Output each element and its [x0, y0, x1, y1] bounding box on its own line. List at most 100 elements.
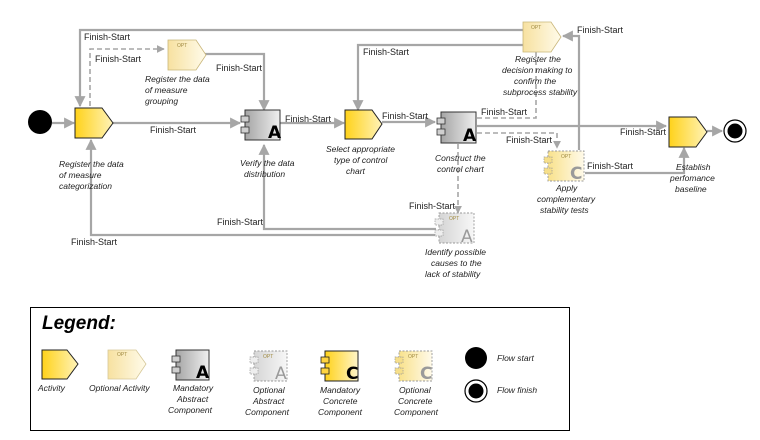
- edge-labels: Finish-Start Finish-Start Finish-Start F…: [71, 25, 667, 247]
- legend-mandatory-abstract-label: Component: [168, 405, 213, 415]
- legend-optional-abstract-label: Component: [245, 407, 290, 417]
- activity-register-categorization[interactable]: Register the data of measure categorizat…: [59, 107, 124, 191]
- svg-text:A: A: [196, 363, 210, 383]
- edge-label: Finish-Start: [587, 161, 634, 171]
- node-caption: Register the data: [145, 74, 210, 84]
- connector-decision-to-select: [352, 43, 528, 112]
- svg-text:OPT: OPT: [263, 354, 273, 360]
- legend-mandatory-concrete-label: Concrete: [323, 396, 358, 406]
- node-caption: decision making to: [502, 65, 573, 75]
- component-port: [240, 115, 250, 123]
- optional-activity-shape: [522, 21, 562, 53]
- edge-label: Finish-Start: [382, 111, 429, 121]
- opt-tag: OPT: [531, 25, 541, 31]
- component-port: [543, 156, 553, 164]
- node-caption: baseline: [675, 184, 707, 194]
- legend-mandatory-concrete-icon: C: [320, 350, 359, 384]
- edge-label: Finish-Start: [150, 125, 197, 135]
- component-port: [434, 218, 444, 226]
- node-caption: grouping: [145, 96, 178, 106]
- opt-tag: OPT: [449, 216, 459, 222]
- edge-label: Finish-Start: [95, 54, 142, 64]
- component-port: [434, 229, 444, 237]
- component-port: [436, 117, 446, 125]
- component-body: [244, 109, 281, 141]
- legend-optional-abstract-label: Optional: [253, 385, 286, 395]
- optional-concrete-component-apply-tests[interactable]: OPT C Apply complementary stability test…: [537, 150, 596, 215]
- node-caption: Register the data: [59, 159, 124, 169]
- activity-establish-baseline[interactable]: Establish perfomance baseline: [668, 116, 715, 194]
- activity-shape: [74, 107, 114, 139]
- node-caption: Identify possible: [425, 247, 486, 257]
- edge-label: Finish-Start: [84, 32, 131, 42]
- activity-select-chart[interactable]: Select appropriate type of control chart: [326, 109, 395, 176]
- optional-activity-register-grouping[interactable]: OPT Register the data of measure groupin…: [145, 39, 210, 106]
- legend-optional-concrete-label: Component: [394, 407, 439, 417]
- edge-label: Finish-Start: [285, 114, 332, 124]
- legend-mandatory-concrete-label: Component: [318, 407, 363, 417]
- connector-construct-to-tests: [477, 132, 561, 149]
- component-port: [543, 167, 553, 175]
- edge-label: Finish-Start: [620, 127, 667, 137]
- edge-label: Finish-Start: [363, 47, 410, 57]
- legend-activity-icon: [41, 349, 79, 380]
- node-caption: Verify the data: [240, 158, 295, 168]
- legend-mandatory-abstract-icon: A: [171, 349, 210, 383]
- node-caption: causes to the: [431, 258, 482, 268]
- flow-finish-node[interactable]: [723, 119, 747, 143]
- optional-abstract-component-identify-causes[interactable]: OPT A Identify possible causes to the la…: [425, 212, 486, 279]
- node-caption: confirm the: [514, 76, 556, 86]
- component-port: [436, 128, 446, 136]
- connector-tests-to-decision: [561, 30, 581, 150]
- svg-text:C: C: [346, 364, 358, 384]
- svg-text:A: A: [275, 364, 287, 384]
- node-caption: Apply: [555, 183, 578, 193]
- node-caption: Register the: [515, 54, 561, 64]
- connector-causes-to-categorization: [85, 138, 436, 237]
- edge-label: Finish-Start: [409, 201, 456, 211]
- legend-title: Legend:: [42, 313, 116, 334]
- optional-activity-register-decision[interactable]: OPT Register the decision making to conf…: [502, 21, 578, 97]
- node-caption: categorization: [59, 181, 112, 191]
- connector-categorization-to-grouping: [89, 45, 165, 106]
- legend-activity-label: Activity: [37, 383, 66, 393]
- legend-optional-activity-label: Optional Activity: [89, 383, 150, 393]
- legend-mandatory-concrete-label: Mandatory: [320, 385, 361, 395]
- connector-decision-to-categorization: [74, 28, 525, 108]
- opt-tag: OPT: [117, 352, 127, 358]
- legend-flow-finish-label: Flow finish: [497, 385, 537, 395]
- activity-shape: [668, 116, 708, 148]
- connector-construct-to-decision: [477, 52, 537, 119]
- component-body: [547, 150, 585, 182]
- abstract-component-verify-distribution[interactable]: A Verify the data distribution: [240, 109, 295, 179]
- legend-optional-concrete-label: Concrete: [398, 396, 433, 406]
- connectors: [52, 28, 724, 237]
- activity-shape: [344, 109, 383, 140]
- svg-text:C: C: [420, 364, 432, 384]
- flow-start-node[interactable]: [28, 110, 52, 134]
- legend-mandatory-abstract-label: Abstract: [176, 394, 209, 404]
- abstract-letter: A: [461, 227, 473, 247]
- node-caption: control chart: [437, 164, 484, 174]
- legend-optional-activity-icon: [107, 349, 147, 380]
- node-caption: subprocess stability: [503, 87, 578, 97]
- legend-optional-concrete-label: Optional: [399, 385, 432, 395]
- connector-grouping-to-verify: [204, 52, 270, 112]
- legend-flow-start-icon: [465, 347, 487, 369]
- legend-mandatory-abstract-label: Mandatory: [173, 383, 214, 393]
- node-caption: stability tests: [540, 205, 589, 215]
- component-body: [438, 212, 475, 244]
- node-caption: distribution: [244, 169, 285, 179]
- edge-label: Finish-Start: [481, 107, 528, 117]
- abstract-component-construct-chart[interactable]: A Construct the control chart: [435, 111, 486, 174]
- edge-label: Finish-Start: [217, 217, 264, 227]
- opt-tag: OPT: [177, 43, 187, 49]
- abstract-letter: A: [268, 123, 282, 143]
- legend-optional-concrete-icon: OPT C: [394, 350, 432, 384]
- node-caption: type of control: [334, 155, 389, 165]
- abstract-letter: A: [463, 126, 477, 146]
- node-caption: perfomance: [669, 173, 715, 183]
- legend-optional-abstract-label: Abstract: [252, 396, 285, 406]
- node-caption: Establish: [676, 162, 711, 172]
- legend-flow-finish-icon: [464, 379, 488, 403]
